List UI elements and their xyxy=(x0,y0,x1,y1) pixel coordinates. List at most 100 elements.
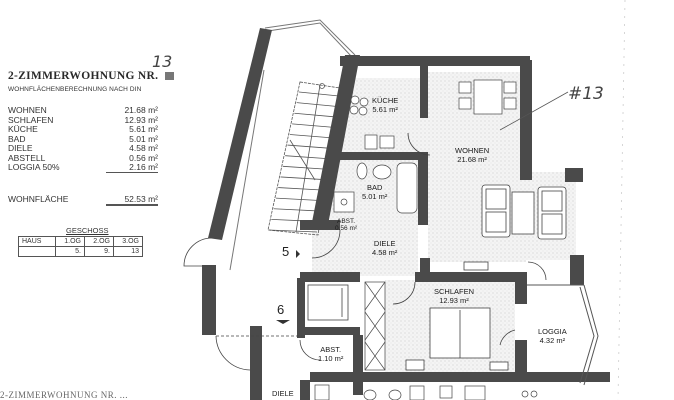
toilet xyxy=(356,162,368,180)
door-kueche xyxy=(407,132,431,156)
room-name: DIELE xyxy=(373,239,396,248)
area-room: KÜCHE xyxy=(8,124,38,134)
title-text: 2-ZIMMERWOHNUNG NR. xyxy=(8,70,159,82)
stove-burner xyxy=(359,97,369,107)
door-diele xyxy=(311,229,341,259)
door-entrance-lower xyxy=(215,335,251,371)
stove-burner xyxy=(350,95,360,105)
door-schlafen xyxy=(392,281,416,305)
stair-step xyxy=(278,187,324,191)
scan-edge-line xyxy=(617,0,626,400)
bathtub xyxy=(396,162,418,214)
stair-arrow-6 xyxy=(276,320,290,324)
room-label-loggia: LOGGIA 4.32 m² xyxy=(538,327,567,345)
area-value: 21.68 m² xyxy=(124,105,158,115)
neighbor-fixtures xyxy=(314,384,538,400)
kitchen-fixtures xyxy=(349,95,395,150)
area-room: WOHNEN xyxy=(8,105,47,115)
door-abst xyxy=(299,339,321,361)
walls xyxy=(202,28,610,400)
room-label-abstell: ABST. 0.56 m² xyxy=(335,218,357,232)
washbasin xyxy=(372,164,392,180)
stair-marker-lower: 6 xyxy=(277,302,285,317)
room-label-schlafen: SCHLAFEN 12.93 m² xyxy=(434,287,474,305)
area-value: 12.93 m² xyxy=(124,114,158,125)
stair-step xyxy=(268,229,318,233)
stair-step xyxy=(294,112,336,118)
stair-step xyxy=(287,144,331,149)
room-label-kueche: KÜCHE 5.61 m² xyxy=(372,96,398,114)
room-name: WOHNEN xyxy=(455,146,490,155)
room-name: ABST. xyxy=(320,345,342,354)
room-label-abst2: ABST. 1.10 m² xyxy=(318,345,343,363)
bedroom-furniture xyxy=(405,307,509,371)
living-furniture xyxy=(463,184,567,271)
area-room: ABSTELL xyxy=(8,152,46,163)
staircase xyxy=(267,81,341,236)
stair-step xyxy=(275,197,323,202)
room-name: KÜCHE xyxy=(372,96,399,105)
chair xyxy=(503,97,517,110)
room-label-bad: BAD 5.01 m² xyxy=(362,183,387,201)
stair-step xyxy=(298,91,340,97)
stair-step xyxy=(282,165,328,170)
stair-step xyxy=(289,134,333,139)
area-value: 4.58 m² xyxy=(129,143,158,153)
loggia-lower xyxy=(527,284,599,386)
nightstand xyxy=(489,361,509,371)
bathroom-fixtures xyxy=(333,162,418,214)
stair-step xyxy=(292,123,334,128)
room-name: LOGGIA xyxy=(538,327,567,336)
stair-steps xyxy=(268,91,340,233)
room-label-wohnen: WOHNEN 21.68 m² xyxy=(455,146,489,164)
room-area: 5.61 m² xyxy=(372,105,398,114)
room-label-diele: DIELE 4.58 m² xyxy=(372,239,397,257)
room-area: 4.58 m² xyxy=(372,248,398,257)
area-room: BAD xyxy=(8,133,26,144)
room-area: 21.68 m² xyxy=(457,155,487,164)
area-room: DIELE xyxy=(8,143,33,153)
area-row: BAD 5.01 m² xyxy=(8,133,158,145)
wardrobe xyxy=(364,281,386,371)
area-row: WOHNEN 21.68 m² xyxy=(8,105,158,116)
stair-step xyxy=(285,155,329,160)
handwritten-apartment-number: 13 xyxy=(152,52,173,71)
area-value: 5.01 m² xyxy=(129,133,158,144)
area-value: 5.61 m² xyxy=(129,124,158,134)
room-name: DIELE xyxy=(272,389,294,398)
room-area: 12.93 m² xyxy=(439,296,469,305)
floor-table-title: GESCHOSS xyxy=(66,226,109,235)
room-area: 1.10 m² xyxy=(318,354,344,363)
door-swings xyxy=(183,132,547,371)
annotation-leader-line xyxy=(499,91,569,131)
stair-step xyxy=(280,176,326,181)
chair xyxy=(458,97,472,110)
stair-step xyxy=(296,102,338,107)
handwritten-annotation: #13 xyxy=(568,84,604,104)
stove-burner xyxy=(358,106,368,116)
total-area-row: WOHNFLÄCHE 52.53 m² xyxy=(8,194,158,206)
room-area: 4.32 m² xyxy=(539,336,566,345)
area-row: KÜCHE 5.61 m² xyxy=(8,124,158,135)
stair-arrow-5 xyxy=(296,250,300,258)
area-room: LOGGIA 50% xyxy=(8,162,60,172)
kitchen-counter xyxy=(379,135,395,149)
stair-marker-upper: 5 xyxy=(282,244,290,259)
door-wohnen-loggia xyxy=(527,261,547,281)
room-name: BAD xyxy=(367,183,383,192)
loggia-upper-outline xyxy=(229,19,356,271)
room-label-diele2: DIELE xyxy=(272,389,294,398)
door-entrance-upper xyxy=(183,237,213,267)
floor-table-grid: HAUS 1.OG 2.OG 3.OG 5. 9. 13 xyxy=(18,236,143,257)
area-value: 2.16 m² xyxy=(106,162,158,173)
document-title: 2-ZIMMERWOHNUNG NR. xyxy=(8,70,174,82)
area-row: DIELE 4.58 m² xyxy=(8,143,158,154)
coffee-table xyxy=(511,191,535,235)
title-number-stamp xyxy=(164,72,174,81)
total-label: WOHNFLÄCHE xyxy=(8,194,69,204)
area-row: LOGGIA 50% 2.16 m² xyxy=(8,162,158,173)
document-subtitle: WOHNFLÄCHENBERECHNUNG NACH DIN xyxy=(8,86,142,93)
